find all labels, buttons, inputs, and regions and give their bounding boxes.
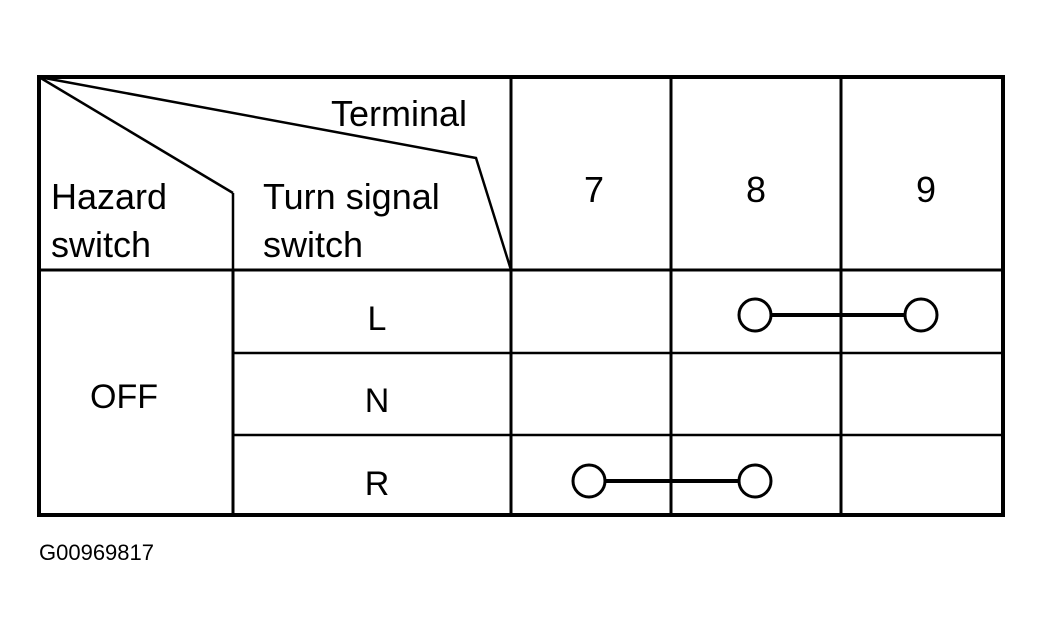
- turn-position-l: L: [368, 300, 387, 338]
- hazard-header-label-line2: switch: [51, 224, 151, 265]
- header-diagonal-terminal: [38, 75, 513, 271]
- terminal-node-l-9: [903, 297, 939, 333]
- terminal-header-7: 7: [584, 169, 604, 210]
- turn-signal-header-label-line1: Turn signal: [263, 176, 440, 217]
- figure-code: G00969817: [39, 540, 154, 565]
- turn-signal-header-label-line2: switch: [263, 224, 363, 265]
- turn-position-n: N: [365, 382, 390, 420]
- header-diagonal-hazard: [38, 75, 234, 195]
- turn-position-r: R: [365, 465, 390, 503]
- terminal-node-r-8: [737, 463, 773, 499]
- terminal-header-9: 9: [916, 169, 936, 210]
- hazard-state-label: OFF: [90, 378, 158, 416]
- hazard-header-label-line1: Hazard: [51, 176, 167, 217]
- terminal-header-8: 8: [746, 169, 766, 210]
- terminal-header-label: Terminal: [331, 93, 467, 134]
- terminal-node-r-7: [571, 463, 607, 499]
- continuity-connections: [571, 297, 939, 499]
- terminal-node-l-8: [737, 297, 773, 333]
- table-border: [37, 75, 1005, 517]
